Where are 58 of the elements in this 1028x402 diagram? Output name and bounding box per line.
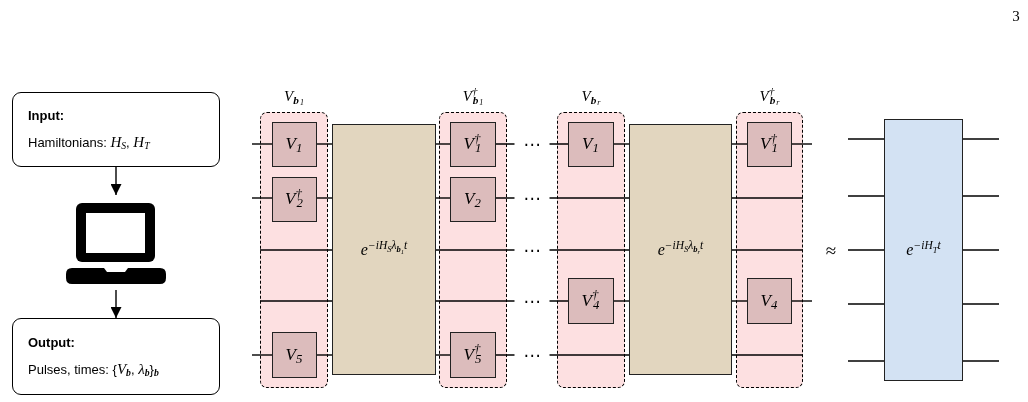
gate-box: [567, 121, 614, 167]
wire: [847, 249, 885, 251]
arrow: [110, 166, 122, 196]
wire: [791, 143, 813, 145]
gate-box: [746, 121, 792, 167]
wire: [251, 197, 273, 199]
gate-label: V$_{2}$: [464, 188, 481, 212]
wire: [731, 197, 804, 199]
wire: [435, 143, 451, 145]
wire: [731, 354, 804, 356]
gate-label: V$_{1}$: [285, 133, 303, 157]
gate-box: [271, 176, 317, 222]
wire: [962, 360, 1000, 362]
gate-box: [271, 331, 317, 378]
wire: [435, 197, 451, 199]
card-heading: Input:: [28, 107, 66, 124]
wire: [962, 303, 1000, 305]
evolution-block: [332, 124, 436, 375]
page-number: 3: [1012, 8, 1020, 24]
gate-box: [449, 121, 496, 167]
gate-box: [567, 277, 614, 324]
gate-box: [449, 331, 496, 378]
gate-box: [746, 277, 792, 324]
wire: [962, 195, 1000, 197]
wire: [847, 138, 885, 140]
wire: [316, 143, 333, 145]
wire: [259, 249, 333, 251]
arrow: [110, 289, 122, 319]
card-text: Hamiltonians: H$_{S}$, H$_{T}$: [28, 132, 152, 152]
wire: [791, 300, 813, 302]
wire: [962, 138, 1000, 140]
wire: [259, 300, 333, 302]
evolution-block: [884, 119, 963, 381]
wire: [731, 143, 748, 145]
card-heading: Output:: [28, 334, 76, 351]
evolution-block: [629, 124, 732, 375]
wire: [613, 300, 630, 302]
wire: [316, 354, 333, 356]
approx-sign: ≈: [825, 240, 837, 260]
info-card: [12, 92, 220, 167]
wire: [435, 354, 451, 356]
wire: [613, 143, 630, 145]
gate-box: [271, 121, 317, 167]
gate-box: [449, 176, 496, 222]
wire: [251, 143, 273, 145]
wire: [847, 303, 885, 305]
info-card: [12, 318, 220, 395]
wire: [847, 360, 885, 362]
wire: [251, 354, 273, 356]
gate-label: V$_{4}$: [760, 289, 778, 314]
wire: [316, 197, 333, 199]
wire: [731, 249, 804, 251]
card-text: Pulses, times: {V$_{b}$, λ$_{b}$}$_{b}$: [28, 359, 160, 379]
gate-label: V$_{1}$: [582, 133, 599, 157]
wire: [962, 249, 1000, 251]
gate-label: V$_{5}$: [285, 343, 303, 368]
wire: [731, 300, 748, 302]
wire: [847, 195, 885, 197]
